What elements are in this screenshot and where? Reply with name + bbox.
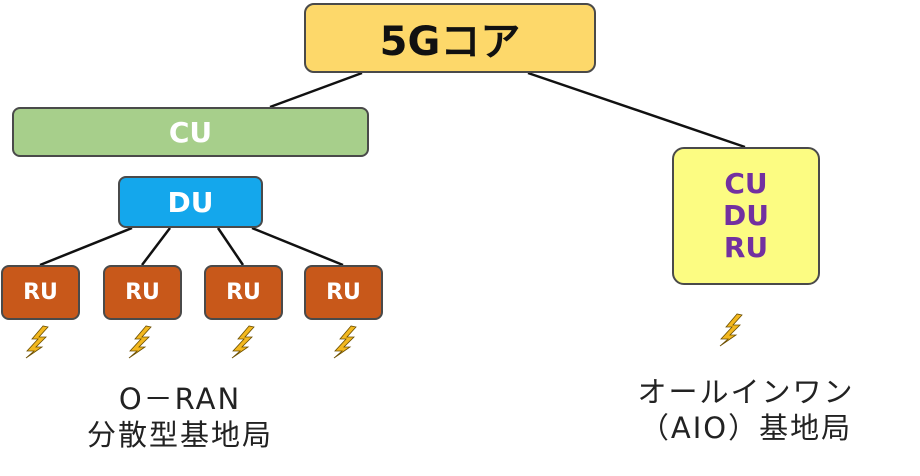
aio-line-cu: CU (724, 167, 768, 200)
ru-box-2: RU (103, 265, 182, 320)
5g-core-box: 5Gコア (304, 3, 596, 73)
ru-label: RU (23, 280, 58, 305)
line-du-to-ru-1 (39, 226, 133, 267)
aio-caption-line1: オールインワン (637, 375, 855, 409)
cu-box: CU (12, 107, 369, 157)
line-core-to-aio (527, 71, 746, 149)
ru-label: RU (226, 280, 261, 305)
ru-label: RU (326, 280, 361, 305)
du-label: DU (167, 185, 214, 219)
antenna-bolt-icon (231, 325, 255, 359)
antenna-bolt-icon (25, 325, 49, 359)
ru-label: RU (125, 280, 160, 305)
line-du-to-ru-2 (141, 227, 171, 266)
aio-line-du: DU (723, 199, 769, 232)
ru-box-4: RU (304, 265, 383, 320)
oran-caption-line2: 分散型基地局 (86, 418, 273, 452)
line-du-to-ru-4 (251, 226, 344, 267)
cu-label: CU (168, 115, 213, 149)
aio-line-ru: RU (723, 231, 769, 264)
aio-caption-line2: （AIO）基地局 (639, 411, 853, 445)
ru-box-1: RU (1, 265, 80, 320)
line-core-to-cu (269, 71, 363, 109)
oran-caption: O－RAN 分散型基地局 (30, 381, 330, 453)
line-du-to-ru-3 (216, 227, 245, 266)
du-box: DU (118, 176, 263, 228)
antenna-bolt-icon (333, 325, 357, 359)
aio-caption: オールインワン （AIO）基地局 (596, 374, 896, 446)
antenna-bolt-icon (719, 313, 743, 347)
oran-caption-line1: O－RAN (118, 382, 242, 416)
antenna-bolt-icon (128, 325, 152, 359)
aio-box: CU DU RU (672, 147, 820, 285)
5g-core-label: 5Gコア (379, 19, 521, 65)
ru-box-3: RU (204, 265, 283, 320)
